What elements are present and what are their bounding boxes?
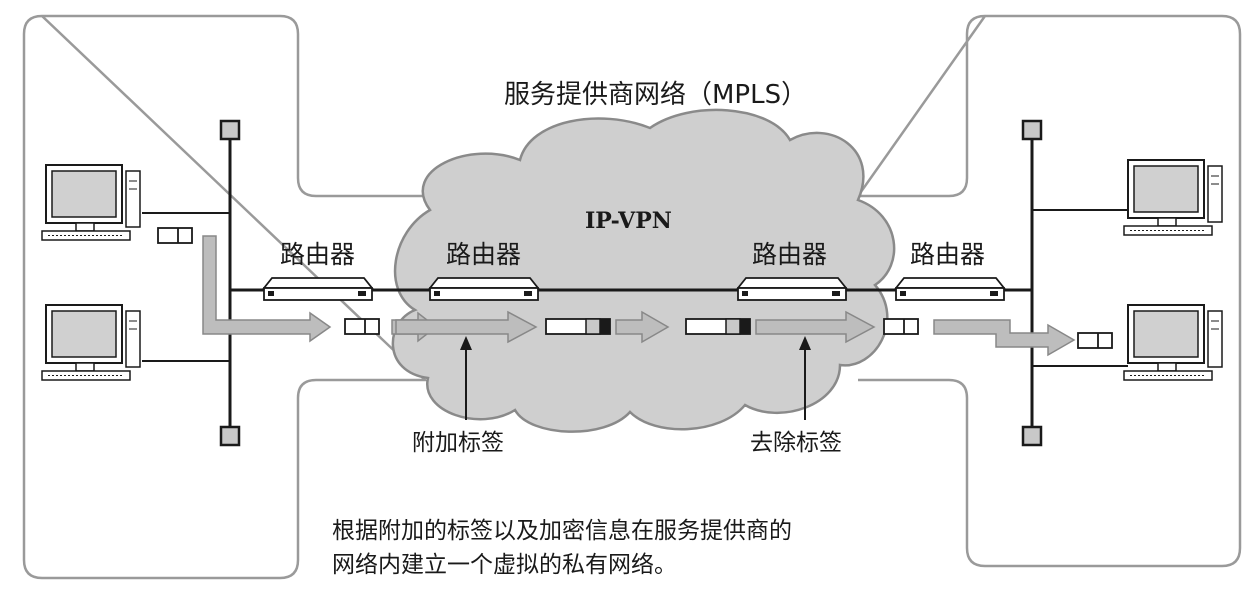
arrow-icon — [755, 310, 876, 344]
router-label-cloud-egress: 路由器 — [752, 240, 828, 269]
router-icon — [895, 277, 1005, 301]
computer-icon — [41, 304, 141, 381]
computer-icon — [41, 164, 141, 241]
arrow-icon — [615, 310, 670, 344]
packet-icon — [1077, 332, 1113, 349]
terminator-icon — [1021, 425, 1043, 447]
packet-icon — [157, 227, 193, 244]
ip-vpn-label: IP-VPN — [585, 208, 672, 234]
router-icon — [737, 277, 847, 301]
add-label-annotation: 附加标签 — [412, 430, 504, 456]
packet-icon — [344, 318, 380, 335]
arrow-icon — [395, 310, 538, 344]
terminator-icon — [219, 119, 241, 141]
provider-network-title: 服务提供商网络（MPLS） — [504, 80, 808, 110]
terminator-icon — [1021, 119, 1043, 141]
computer-icon — [1123, 304, 1223, 381]
arrow-icon — [202, 235, 332, 343]
router-label-left-edge: 路由器 — [280, 240, 356, 269]
remove-label-annotation: 去除标签 — [750, 430, 842, 456]
arrow-icon — [933, 319, 1076, 357]
right-site-panel — [855, 14, 1242, 568]
caption-line-1: 根据附加的标签以及加密信息在服务提供商的 — [332, 518, 792, 544]
labeled-packet-icon — [685, 318, 751, 335]
router-label-right-edge: 路由器 — [910, 240, 986, 269]
left-site-panel — [22, 14, 429, 580]
caption-line-2: 网络内建立一个虚拟的私有网络。 — [332, 552, 677, 578]
ip-vpn-cloud — [391, 108, 896, 433]
packet-icon — [883, 318, 919, 335]
terminator-icon — [219, 425, 241, 447]
computer-icon — [1123, 159, 1223, 236]
router-icon — [263, 277, 373, 301]
labeled-packet-icon — [545, 318, 611, 335]
router-label-cloud-ingress: 路由器 — [446, 240, 522, 269]
router-icon — [429, 277, 539, 301]
